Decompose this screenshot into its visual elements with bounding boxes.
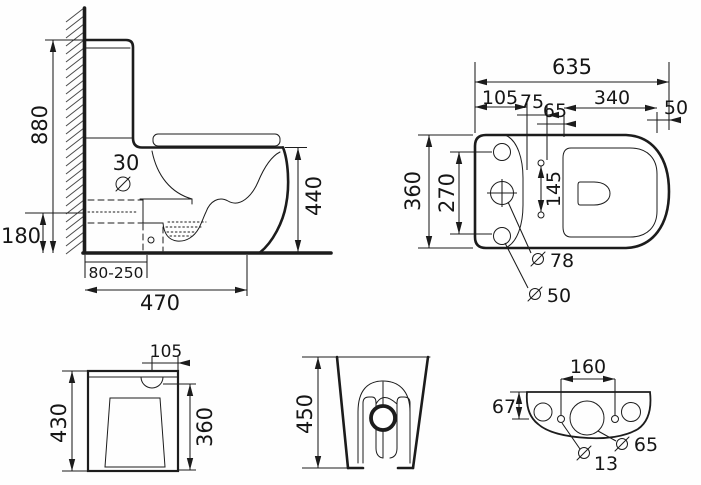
front-view: 450 [293, 355, 431, 470]
tank-bottom-view: 160 67 13 65 [492, 356, 658, 475]
dim-plan-dia-holes: 50 [547, 285, 571, 307]
fixing-hole-side [147, 236, 155, 244]
dim-side-depth: 470 [140, 291, 180, 315]
dim-plan-dia-flush: 78 [550, 250, 574, 272]
ext-160 [560, 379, 616, 415]
bolt-hole-bottom [493, 227, 511, 245]
bowl-inner-profile [151, 150, 193, 205]
seat-outline-top [562, 147, 658, 238]
dim-plan-seg-65: 65 [543, 100, 567, 122]
tank-bottom-outline [525, 391, 652, 440]
front-side-left [335, 355, 350, 470]
rear-notch [140, 376, 164, 389]
dim-plan-seg-75: 75 [520, 91, 544, 113]
front-dome-outer [357, 380, 411, 464]
shelf-step [139, 198, 193, 224]
dim-tank-dia-large: 65 [634, 434, 658, 456]
leader-65 [597, 430, 617, 442]
dim-tank-top-offset: 67 [492, 396, 516, 418]
tank-bolt-right [611, 415, 619, 423]
dim-rear-notch-offset: 105 [150, 342, 182, 362]
dim-plan-width-total: 635 [552, 55, 592, 79]
dim-side-seat-height: 440 [302, 176, 326, 216]
side-view: 880 180 30 440 80-250 470 [1, 6, 333, 315]
dim-plan-seg-50: 50 [664, 97, 688, 119]
dia-symbol-78 [530, 251, 546, 267]
rear-pedestal [104, 397, 166, 468]
front-inner-arch [375, 397, 398, 405]
outlet-hidden-lines [87, 199, 164, 254]
leader-13 [561, 422, 581, 450]
flush-hole-crosshair [487, 179, 517, 207]
front-side-right [411, 355, 430, 470]
rear-outline [86, 369, 180, 473]
tank-inlet-large [569, 400, 605, 436]
dia-symbol-50 [527, 286, 543, 302]
wall-hatching [65, 7, 85, 255]
water-lines [165, 221, 207, 237]
dim-tank-hole-spacing: 160 [570, 356, 606, 378]
dim-plan-seg-105: 105 [482, 87, 518, 109]
leader-78 [507, 201, 532, 254]
dim-plan-seg-340: 340 [594, 87, 630, 109]
front-outlet-circle [369, 404, 397, 432]
dim-front-height: 450 [293, 394, 317, 434]
dia-symbol-65 [614, 436, 630, 452]
pan-outline-top [473, 133, 671, 250]
sump-and-trap [162, 151, 281, 242]
front-slot-right [389, 396, 411, 464]
rear-view: 105 430 360 [47, 342, 217, 473]
dim-plan-depth: 360 [401, 171, 425, 211]
tank-hole-right [621, 402, 641, 422]
dim-side-height-total: 880 [28, 105, 52, 145]
tank-front-edge-top [504, 134, 524, 249]
dim-plan-hinge-spacing: 145 [543, 171, 565, 207]
tank-outline [83, 38, 285, 149]
dim-side-outlet-dia: 30 [113, 151, 140, 175]
seat-lid [152, 133, 281, 147]
tank-hole-left [533, 402, 553, 422]
dim-rear-height-total: 430 [47, 403, 71, 443]
dim-side-outlet-height: 180 [1, 224, 41, 248]
dim-side-roughin-range: 80-250 [89, 264, 144, 282]
plan-view: 635 105 75 65 340 50 360 270 145 [401, 55, 688, 307]
dim-tank-dia-small: 13 [594, 453, 618, 475]
dia-symbol-13 [576, 445, 592, 461]
water-spot [577, 181, 611, 206]
ext-360-rear [163, 383, 196, 471]
bolt-hole-top [493, 143, 511, 161]
front-slot-left [362, 396, 384, 464]
tank-bolt-left [557, 415, 565, 423]
leader-50 [504, 242, 529, 289]
dim-rear-height-right: 360 [193, 407, 217, 447]
dia-symbol-30 [115, 176, 131, 192]
dim-plan-hole-spacing: 270 [435, 173, 459, 213]
dim-roughin-bracket [84, 255, 148, 278]
bowl-outer-profile [258, 146, 290, 254]
